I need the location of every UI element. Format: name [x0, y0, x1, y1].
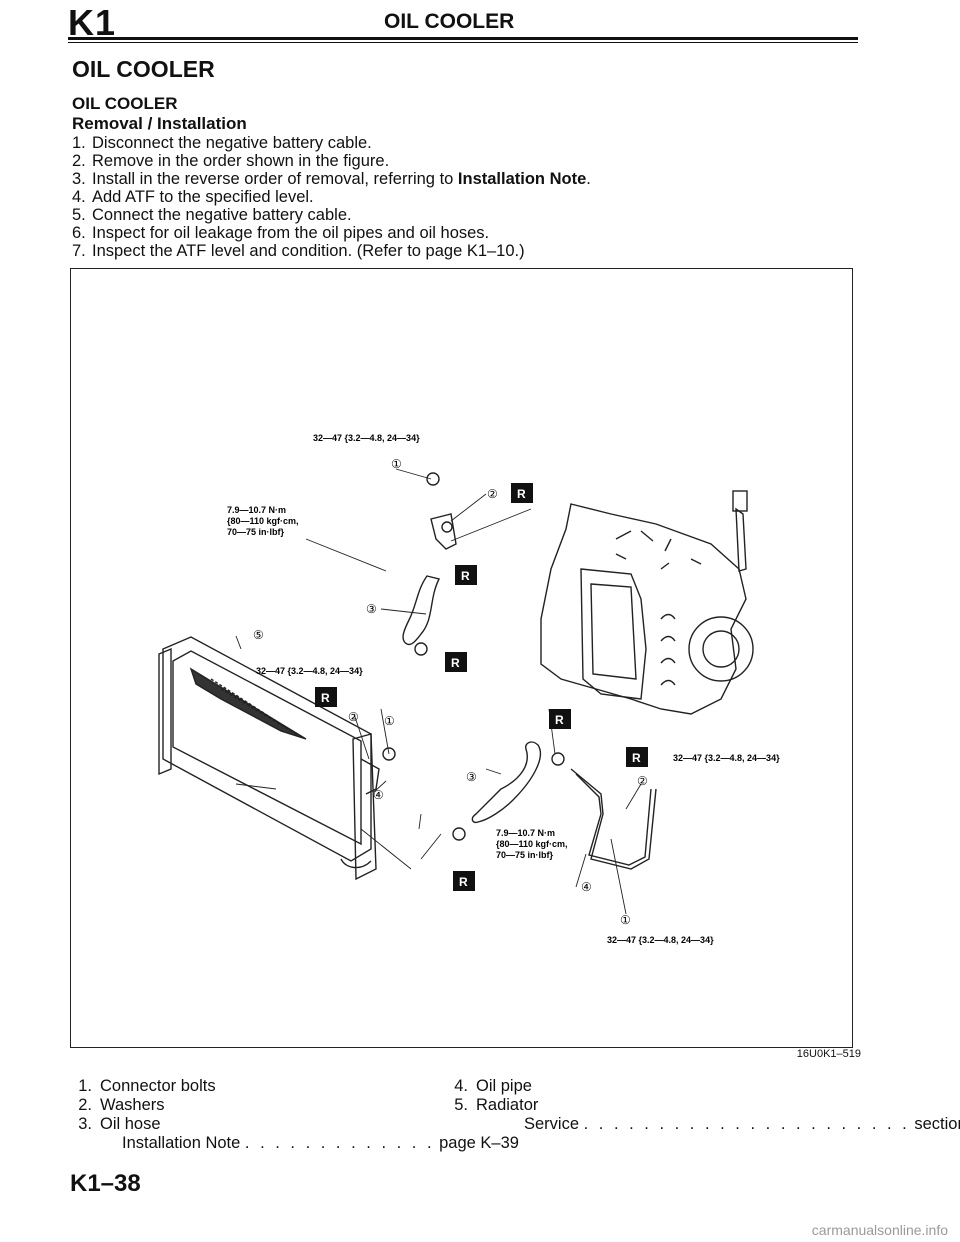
legend-item: 1.Connector bolts: [78, 1077, 216, 1095]
radiator-illustration: [158, 636, 377, 881]
header-title: OIL COOLER: [384, 10, 515, 33]
exploded-diagram: 32—47 {3.2—4.8, 24—34} 32—47 {3.2—4.8, 2…: [158, 433, 780, 945]
leader-lines: [235, 468, 642, 915]
installation-note-ref: Installation Note: [457, 170, 587, 188]
replace-mark: R: [453, 871, 475, 891]
callout-1: ①: [384, 714, 395, 728]
replace-mark: R: [455, 565, 477, 585]
torque-line: 7.9—10.7 N·m: [227, 505, 286, 515]
replace-mark: R: [445, 652, 467, 672]
callout-3: ③: [466, 770, 477, 784]
callout-1: ①: [391, 457, 402, 471]
torque-spec-small-bottom: 7.9—10.7 N·m {80—110 kgf·cm, 70—75 in·lb…: [496, 828, 568, 860]
oil-hose-and-pipe-illustration: [360, 472, 657, 870]
watermark: carmanualsonline.info: [811, 1222, 948, 1238]
legend-item: 3.Oil hose: [78, 1115, 161, 1133]
step: 7.Inspect the ATF level and condition. (…: [72, 242, 525, 260]
replace-mark-letter: R: [451, 656, 460, 670]
replace-mark: R: [549, 709, 571, 729]
procedure-steps: 1.Disconnect the negative battery cable.…: [72, 134, 591, 260]
leader-dots: . . . . . . . . . . . . . . . . . . . . …: [583, 1115, 910, 1133]
subsection-title: OIL COOLER: [72, 94, 178, 113]
torque-line: 70—75 in·lbf}: [227, 527, 285, 537]
replace-mark-letter: R: [461, 569, 470, 583]
legend-subitem: Service . . . . . . . . . . . . . . . . …: [524, 1115, 960, 1133]
callout-5: ⑤: [253, 628, 264, 642]
torque-line: {80—110 kgf·cm,: [227, 516, 299, 526]
header-rule-thin: [68, 42, 858, 43]
replace-mark: R: [511, 483, 533, 503]
figure-code: 16U0K1–519: [796, 1048, 861, 1060]
replace-mark-letter: R: [459, 875, 468, 889]
legend-subitem: Installation Note . . . . . . . . . . . …: [122, 1134, 519, 1152]
step: 1.Disconnect the negative battery cable.: [72, 134, 372, 152]
torque-line: {80—110 kgf·cm,: [496, 839, 568, 849]
oil-cooler-figure: 32—47 {3.2—4.8, 24—34} 32—47 {3.2—4.8, 2…: [70, 268, 853, 1048]
callout-2: ②: [348, 710, 359, 724]
callout-4: ④: [373, 788, 384, 802]
legend-item: 4.Oil pipe: [454, 1077, 532, 1095]
callout-1: ①: [620, 913, 631, 927]
callout-2: ②: [487, 487, 498, 501]
torque-spec-left: 32—47 {3.2—4.8, 24—34}: [256, 666, 363, 676]
replace-mark-letter: R: [632, 751, 641, 765]
callout-4: ④: [581, 880, 592, 894]
step: 2.Remove in the order shown in the figur…: [72, 152, 390, 170]
header-rule: [68, 37, 858, 40]
replace-mark-letter: R: [321, 691, 330, 705]
legend-item: 2.Washers: [78, 1096, 165, 1114]
torque-spec-right: 32—47 {3.2—4.8, 24—34}: [673, 753, 780, 763]
step: 4.Add ATF to the specified level.: [72, 188, 314, 206]
subsection-subtitle: Removal / Installation: [72, 114, 247, 133]
callout-2: ②: [637, 774, 648, 788]
torque-spec-small-top: 7.9—10.7 N·m {80—110 kgf·cm, 70—75 in·lb…: [227, 505, 299, 537]
step: 5.Connect the negative battery cable.: [72, 206, 352, 224]
torque-spec-top: 32—47 {3.2—4.8, 24—34}: [313, 433, 420, 443]
page-number: K1–38: [70, 1170, 141, 1197]
step: 3.Install in the reverse order of remova…: [72, 170, 591, 188]
torque-spec-bottom: 32—47 {3.2—4.8, 24—34}: [607, 935, 714, 945]
replace-mark-letter: R: [517, 487, 526, 501]
step: 6.Inspect for oil leakage from the oil p…: [72, 224, 490, 242]
replace-mark: R: [315, 687, 337, 707]
replace-mark: R: [626, 747, 648, 767]
header-code: K1: [68, 2, 117, 43]
leader-dots: . . . . . . . . . . . . .: [244, 1134, 435, 1152]
legend-item: 5.Radiator: [454, 1096, 539, 1114]
torque-line: 7.9—10.7 N·m: [496, 828, 555, 838]
replace-mark-letter: R: [555, 713, 564, 727]
parts-legend-left: 1.Connector bolts 2.Washers 3.Oil hose I…: [70, 1077, 519, 1153]
parts-legend-right: 4.Oil pipe 5.Radiator Service . . . . . …: [446, 1077, 960, 1134]
transaxle-illustration: [540, 490, 754, 715]
callout-3: ③: [366, 602, 377, 616]
section-title: OIL COOLER: [72, 56, 215, 82]
torque-line: 70—75 in·lbf}: [496, 850, 554, 860]
